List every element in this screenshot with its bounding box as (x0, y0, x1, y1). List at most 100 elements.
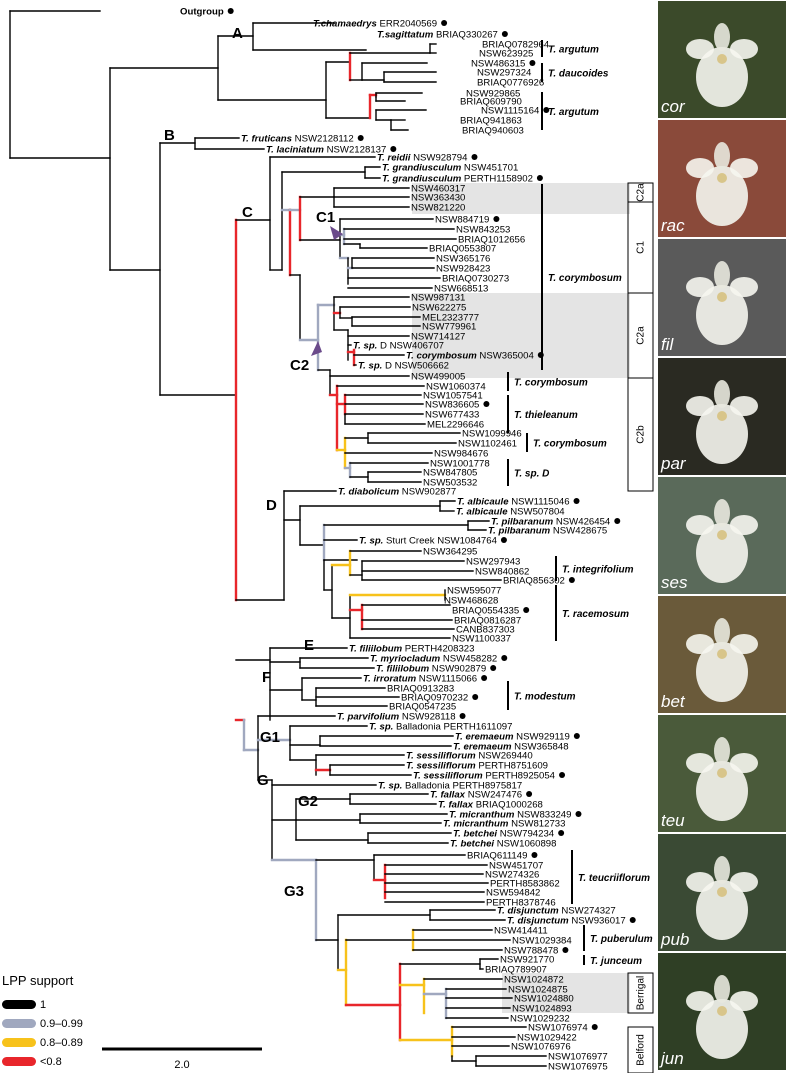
tip-label: NSW1060374 (426, 382, 486, 393)
clade-box-label: Berrigal (636, 976, 647, 1010)
tip-label: T. albicaule NSW507804 (456, 507, 565, 518)
tip-species: T. betchei (453, 829, 500, 840)
tip-label: NSW460317 (411, 184, 465, 195)
tip-species: T. sessiliflorum (413, 771, 485, 782)
tip-species: T. grandiusculum (382, 163, 464, 174)
tip-label: T. filiilobum PERTH4208323 (349, 644, 474, 655)
tip-label: T. laciniatum NSW2128137 (266, 145, 386, 156)
tip-dot (357, 135, 364, 141)
tip-voucher: NSW365848 (514, 742, 568, 753)
flower-petal (714, 142, 730, 170)
flower-petal (714, 261, 730, 289)
branches (9, 10, 547, 1067)
tip-label: NSW1099946 (462, 429, 522, 440)
flower-petal (696, 880, 748, 940)
photo-label: jun (659, 1049, 684, 1068)
tip-voucher: NSW794234 (500, 829, 555, 840)
group-label: T. modestum (514, 692, 576, 703)
tip-label: NSW1001778 (430, 459, 490, 470)
flower-petal (696, 523, 748, 583)
photo-label: par (660, 454, 687, 473)
tip-species: T. grandiusculum (382, 174, 464, 185)
clade-label: G (257, 772, 269, 789)
tip-label: NSW921770 (500, 955, 554, 966)
tip-label: NSW274326 (485, 870, 539, 881)
flower-center (717, 292, 727, 302)
clade-box (627, 377, 654, 492)
flower-center (717, 887, 727, 897)
flower-petal (730, 396, 758, 416)
flower-petal (730, 515, 758, 535)
flower-photo: pub (658, 834, 786, 951)
tip-label: BRIAQ0782964 (482, 40, 550, 51)
clade-label: C2 (290, 357, 309, 374)
flower-center (717, 649, 727, 659)
tip-label: NSW1029422 (517, 1033, 577, 1044)
tip-label: BRIAQ789907 (485, 965, 547, 976)
tip-label: BRIAQ0913283 (387, 684, 454, 695)
tip-species: T. reidii (377, 153, 413, 164)
tip-label: T.sagittatum BRIAQ330267 (377, 30, 498, 41)
tip-label: NSW677433 (425, 410, 479, 421)
tip-dot (227, 8, 234, 14)
tip-label: NSW468628 (444, 596, 498, 607)
tip-label: T. sp. Balladonia PERTH8975817 (378, 781, 522, 792)
tip-voucher: NSW428675 (553, 526, 607, 537)
tip-dot (501, 31, 508, 37)
flower-center (717, 411, 727, 421)
tip-label: NSW1076977 (548, 1052, 608, 1063)
tip-species: T. disjunctum (507, 916, 571, 927)
tip-voucher: NSW2128112 (295, 134, 354, 145)
group-label: T. corymbosum (514, 378, 588, 389)
tip-label: MEL2323777 (422, 313, 479, 324)
legend-swatch (2, 1000, 36, 1009)
tip-label: T. sessiliflorum PERTH8751609 (406, 761, 548, 772)
tip-voucher: BRIAQ1000268 (476, 800, 543, 811)
tip-dot (591, 1024, 598, 1030)
legend-swatch (2, 1019, 36, 1028)
tip-voucher: Balladonia PERTH1611097 (396, 722, 512, 733)
clade-label: G2 (298, 793, 318, 810)
flower-center (717, 54, 727, 64)
tip-label: NSW928423 (436, 264, 490, 275)
tip-species: T. albicaule (456, 507, 510, 518)
flower-petal (696, 166, 748, 226)
tip-voucher: D NSW406707 (380, 341, 444, 352)
group-label: T. junceum (590, 956, 642, 967)
tip-dot (526, 791, 533, 797)
flower-petal (714, 618, 730, 646)
tip-voucher: NSW902879 (432, 664, 486, 675)
tip-label: NSW486315 (471, 59, 525, 70)
tip-dot (493, 216, 500, 222)
tip-species: T. corymbosum (406, 351, 479, 362)
tip-species: T. albicaule (457, 497, 511, 508)
tip-species: T. sessiliflorum (406, 761, 478, 772)
tip-label: PERTH8583862 (490, 879, 560, 890)
tip-label: NSW821220 (411, 203, 465, 214)
tip-species: T. micranthum (443, 819, 511, 830)
tip-label: BRIAQ0553807 (429, 244, 496, 255)
tip-dot (543, 107, 550, 113)
tip-species: T. pilbaranum (488, 526, 553, 537)
photo-label: ses (661, 573, 688, 592)
flower-petal (686, 991, 714, 1011)
tip-label: NSW714127 (411, 332, 465, 343)
tip-label: T. reidii NSW928794 (377, 153, 468, 164)
clade-label: A (232, 25, 243, 42)
flower-photo: rac (658, 120, 786, 237)
tip-voucher: NSW426454 (556, 517, 611, 528)
tip-dot (562, 947, 569, 953)
tip-label: NSW843253 (456, 225, 510, 236)
flower-photo: ses (658, 477, 786, 594)
tip-label: NSW503532 (423, 478, 477, 489)
legend-swatch (2, 1057, 36, 1066)
flower-petal (730, 991, 758, 1011)
photo-label: fil (661, 335, 675, 354)
clade-label: G1 (260, 729, 280, 746)
tip-label: T. betchei NSW1060898 (450, 839, 556, 850)
tip-dot (481, 675, 488, 681)
tip-label: CANB837303 (456, 625, 515, 636)
group-label: T. teucriiflorum (578, 873, 650, 884)
tip-dot (390, 146, 397, 152)
